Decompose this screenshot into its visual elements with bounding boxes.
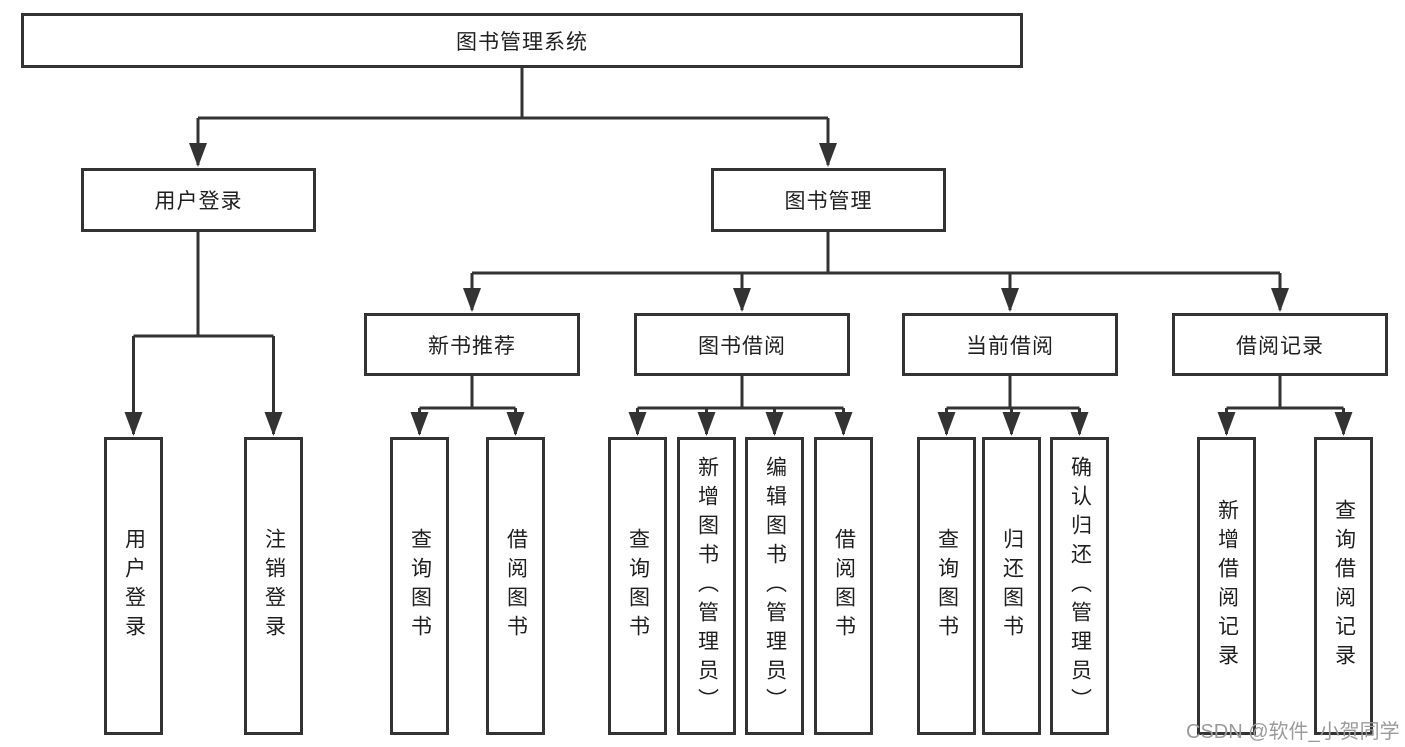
leaf-logout: 注销登录 (244, 437, 303, 735)
leaf-query-books-current: 查询图书 (917, 437, 976, 735)
leaf-return-books: 归还图书 (982, 437, 1041, 735)
csdn-watermark: CSDN @软件_小贺同学 (1186, 721, 1400, 743)
node-library-management-system: 图书管理系统 (21, 13, 1023, 68)
leaf-query-borrow-record: 查询借阅记录 (1314, 437, 1373, 735)
node-user-login: 用户登录 (81, 168, 316, 232)
leaf-user-login: 用户登录 (104, 437, 163, 735)
leaf-query-books-recommend: 查询图书 (390, 437, 449, 735)
leaf-borrow-books-recommend: 借阅图书 (486, 437, 545, 735)
arrowheads (124, 143, 1353, 436)
leaf-edit-books-admin: 编辑图书（管理员） (745, 437, 804, 735)
node-book-borrowing: 图书借阅 (634, 313, 850, 376)
node-new-book-recommendation: 新书推荐 (364, 313, 580, 376)
connector-path (132, 68, 1345, 434)
leaf-add-books-admin: 新增图书（管理员） (677, 437, 736, 735)
node-current-borrowing: 当前借阅 (902, 313, 1118, 376)
leaf-confirm-return-admin: 确认归还（管理员） (1050, 437, 1109, 735)
leaf-query-books-borrowing: 查询图书 (608, 437, 667, 735)
node-book-management: 图书管理 (711, 168, 946, 232)
leaf-borrow-books: 借阅图书 (814, 437, 873, 735)
node-borrowing-records: 借阅记录 (1172, 313, 1388, 376)
leaf-add-borrow-record: 新增借阅记录 (1197, 437, 1256, 735)
